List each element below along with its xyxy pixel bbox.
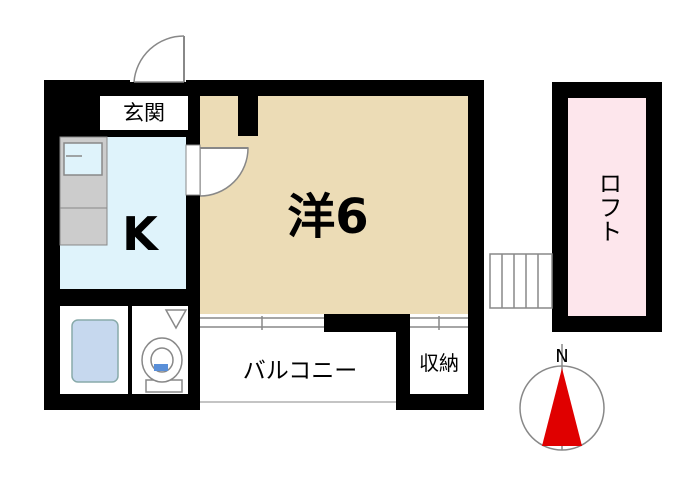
entry-door-icon [130, 35, 186, 83]
kitchen-label: K [122, 207, 160, 261]
compass-icon [519, 344, 605, 451]
door-swing-icon [199, 147, 249, 197]
loft-floor [568, 98, 646, 316]
genkan-floor [100, 96, 188, 130]
ladder-stairs-icon [489, 253, 553, 309]
balcony-floor [200, 332, 396, 410]
compass-north-label: N [555, 346, 568, 367]
storage-label: 収納 [419, 351, 459, 375]
western-room-label: 洋6 [287, 189, 368, 245]
compass-needle [542, 368, 582, 446]
sink-icon [63, 142, 103, 176]
genkan-label: 玄関 [123, 101, 165, 125]
partition-opening [185, 144, 201, 196]
balcony-label: バルコニー [243, 358, 358, 384]
bathtub-icon [71, 319, 119, 383]
western-room-notch [238, 96, 258, 136]
sliding-window [200, 314, 324, 332]
storage-window [410, 314, 468, 332]
loft-label: ロフト [594, 171, 622, 243]
storage-floor [410, 332, 468, 394]
toilet-icon [141, 309, 188, 393]
